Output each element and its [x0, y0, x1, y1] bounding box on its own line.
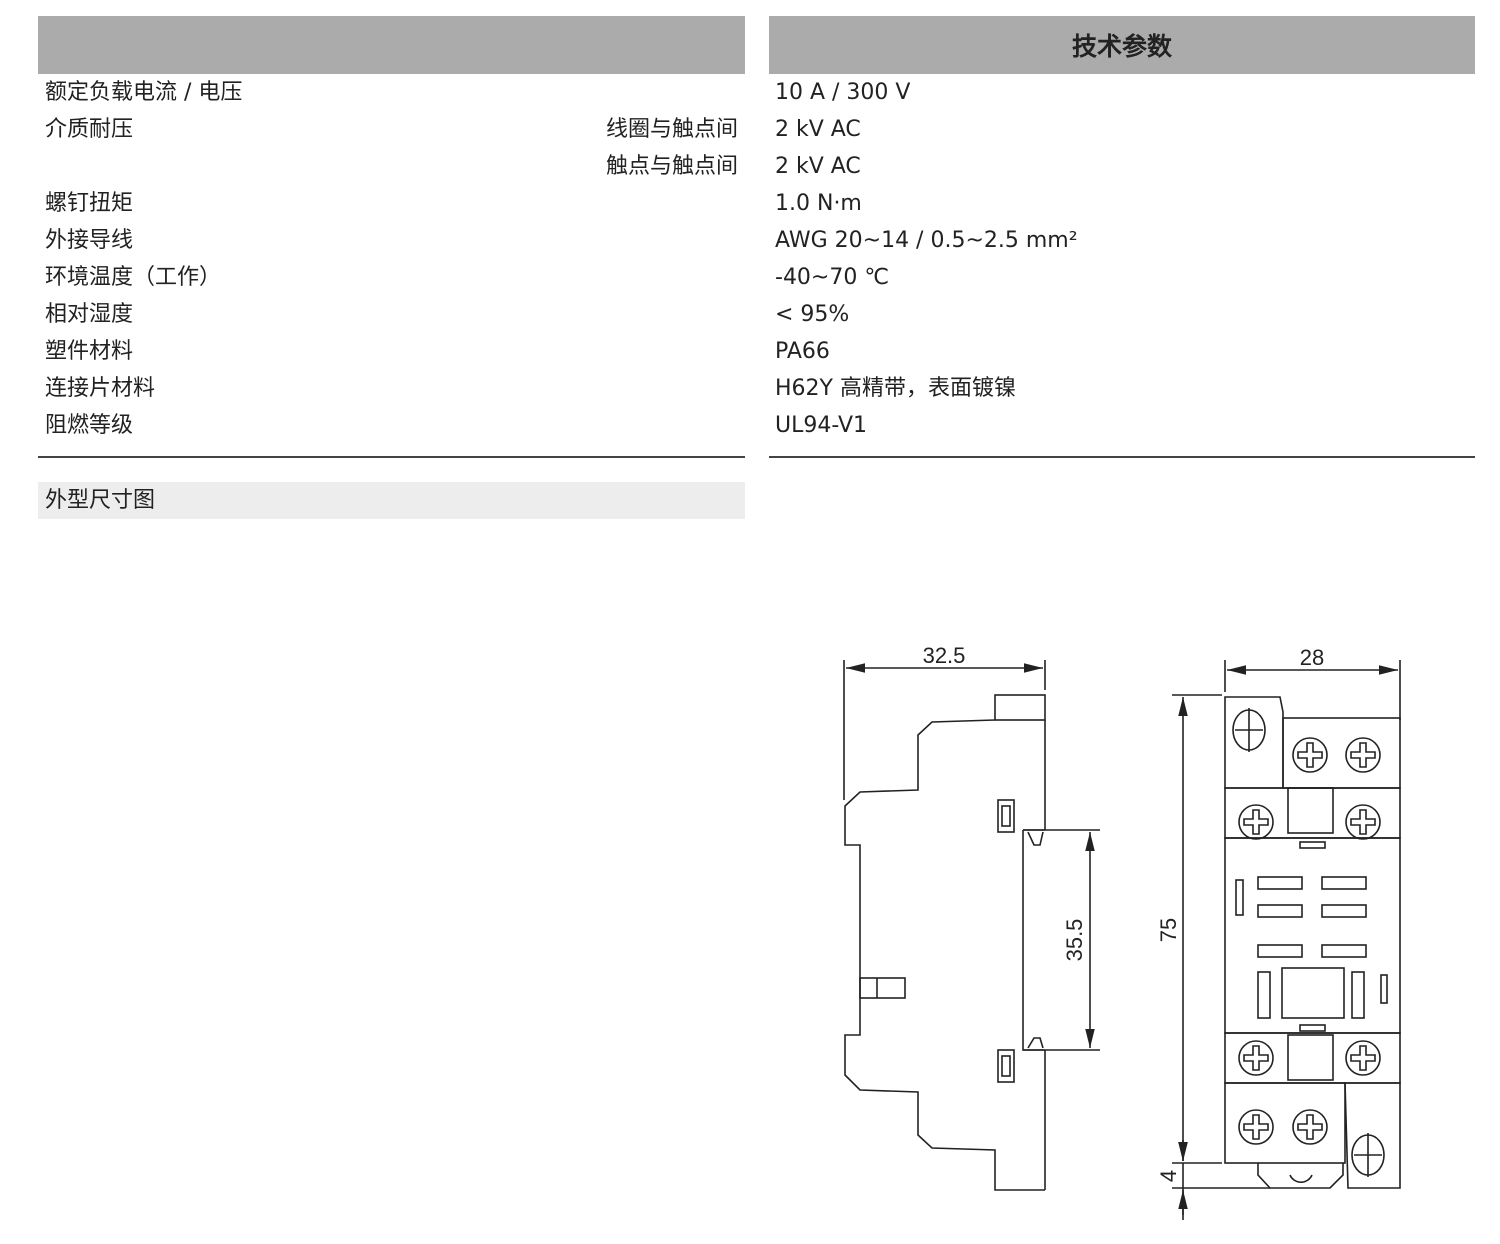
spec-value: 1.0 N·m — [775, 191, 862, 216]
terminal-screw-icon — [1238, 1040, 1274, 1076]
terminal-screw-icon — [1345, 804, 1381, 840]
spec-value: UL94-V1 — [775, 413, 868, 438]
terminal-screw-icon — [1292, 737, 1328, 773]
spec-value: 2 kV AC — [775, 154, 861, 179]
spec-label: 塑件材料 — [45, 339, 134, 364]
spec-label: 额定负载电流 / 电压 — [45, 80, 243, 105]
front-view: 28 75 4 — [1156, 645, 1401, 1220]
spec-value: AWG 20~14 / 0.5~2.5 mm² — [775, 228, 1078, 253]
terminal-screw-icon — [1238, 804, 1274, 840]
spec-value: 2 kV AC — [775, 117, 861, 142]
spec-value: PA66 — [775, 339, 830, 364]
terminal-screw-icon — [1238, 1109, 1274, 1145]
side-view: 32.5 35.5 — [843, 643, 1100, 1191]
section-title-dimensions: 外型尺寸图 — [38, 482, 745, 519]
spec-value: -40~70 ℃ — [775, 265, 890, 290]
dim-rail: 35.5 — [1062, 919, 1087, 962]
terminal-screw-icon — [1292, 1109, 1328, 1145]
spec-label: 阻燃等级 — [45, 413, 134, 438]
dim-foot: 4 — [1156, 1170, 1181, 1182]
terminal-screw-icon — [1345, 737, 1381, 773]
spec-sublabel: 线圈与触点间 — [605, 117, 738, 142]
spec-label: 环境温度（工作） — [45, 265, 222, 290]
spec-label: 相对湿度 — [45, 302, 134, 327]
terminal-screw-icon — [1345, 1040, 1381, 1076]
spec-label: 外接导线 — [45, 228, 134, 253]
spec-label: 螺钉扭矩 — [45, 191, 134, 216]
dim-height: 75 — [1156, 918, 1181, 942]
spec-value: < 95% — [775, 302, 850, 327]
dim-side-width: 32.5 — [923, 643, 966, 668]
spec-label: 连接片材料 — [45, 376, 156, 401]
table-header-left — [38, 16, 745, 74]
dim-front-width: 28 — [1300, 645, 1324, 670]
spec-sublabel: 触点与触点间 — [605, 154, 738, 179]
table-bottom-rule-left — [38, 456, 745, 458]
spec-value: H62Y 高精带，表面镀镍 — [775, 376, 1016, 401]
table-header-title: 技术参数 — [769, 16, 1475, 74]
spec-label: 介质耐压 — [45, 117, 134, 142]
spec-value: 10 A / 300 V — [775, 80, 911, 105]
table-bottom-rule-right — [769, 456, 1475, 458]
